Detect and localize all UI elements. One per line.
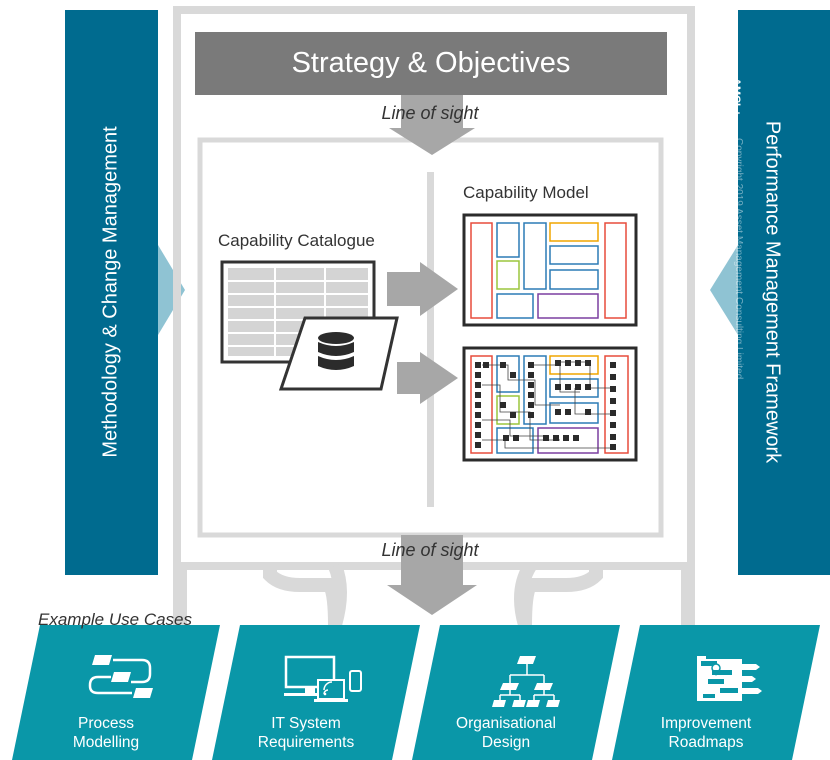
capability-model-label: Capability Model xyxy=(463,183,589,202)
database-sheet xyxy=(278,316,399,391)
use-case-label-improvement: Improvement Roadmaps xyxy=(626,714,786,752)
use-case-3-line2: Design xyxy=(481,734,531,751)
right-banner xyxy=(710,10,830,575)
line-of-sight-bottom-label: Line of sight xyxy=(381,540,479,560)
use-case-1-line2: Modelling xyxy=(72,734,140,751)
watermark-text: Copyright 2019 Asset Management Consulti… xyxy=(733,138,744,380)
strategy-title: Strategy & Objectives xyxy=(291,47,571,79)
detailed-model-diagram xyxy=(462,346,638,462)
capability-catalogue-label: Capability Catalogue xyxy=(218,231,375,250)
use-case-1-line1: Process xyxy=(78,715,134,732)
use-case-tile-3 xyxy=(412,625,620,760)
use-case-2-line2: Requirements xyxy=(257,734,355,751)
use-case-2-line1: IT System xyxy=(271,715,341,732)
use-case-label-it-system: IT System Requirements xyxy=(226,714,386,752)
devices-icon xyxy=(284,655,362,702)
example-use-cases-label: Example Use Cases xyxy=(38,610,193,629)
catalogue-to-detail-arrow xyxy=(397,352,458,404)
use-case-label-organisational: Organisational Design xyxy=(426,714,586,752)
watermark-brand: AMCL+ xyxy=(730,78,742,117)
strategy-box xyxy=(195,32,667,95)
bottom-line-of-sight-arrow xyxy=(387,535,477,615)
database-icon xyxy=(318,332,354,370)
gantt-icon xyxy=(697,656,762,701)
process-flow-icon xyxy=(88,655,153,698)
top-line-of-sight-arrow xyxy=(389,95,475,155)
use-case-3-line1: Organisational xyxy=(456,715,556,732)
connector-legs xyxy=(173,562,695,627)
use-case-4-line1: Improvement xyxy=(660,715,752,732)
use-case-tile-2 xyxy=(212,625,420,760)
right-banner-label: Performance Management Framework xyxy=(761,120,784,464)
catalogue-to-model-arrow xyxy=(387,262,458,316)
capability-model-diagram xyxy=(462,213,638,327)
vertical-divider xyxy=(427,172,434,507)
left-banner xyxy=(65,10,185,575)
use-case-label-process: Process Modelling xyxy=(26,714,186,752)
org-chart-icon xyxy=(492,656,560,707)
use-case-4-line2: Roadmaps xyxy=(668,734,744,751)
left-banner-label: Methodology & Change Management xyxy=(99,126,122,458)
line-of-sight-top-label: Line of sight xyxy=(381,103,479,123)
